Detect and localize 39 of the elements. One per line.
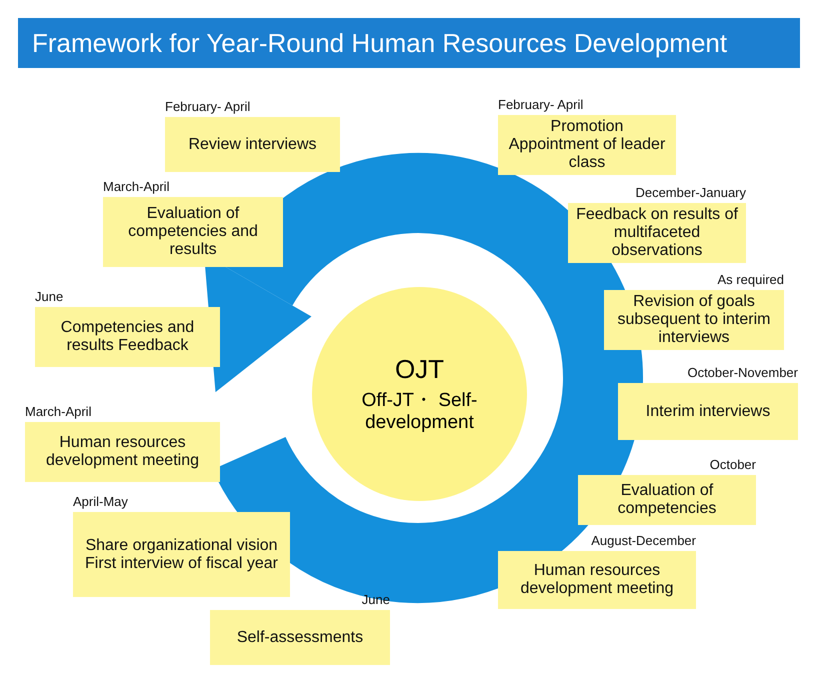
box-text: Competencies and results Feedback xyxy=(60,319,196,355)
box-text: Share organizational vision xyxy=(85,536,278,554)
date-label: February- April xyxy=(165,99,250,114)
note-box xyxy=(568,203,746,263)
box-text: Promotion Appointment of leader class xyxy=(508,118,666,172)
title: Framework for Year-Round Human Resources Development xyxy=(18,18,800,68)
box-text: Human resources development meeting xyxy=(45,434,200,470)
box-text: Evaluation of competencies xyxy=(616,482,718,518)
box-text: Interim interviews xyxy=(646,402,770,420)
box-text: First interview of fiscal year xyxy=(85,554,278,572)
center-text: Off-JT・ Self-development xyxy=(360,390,478,434)
box-text: Feedback on results of multifaceted observations xyxy=(576,206,738,260)
box-text: Self-assessments xyxy=(236,628,364,646)
date-label: August-December xyxy=(591,533,696,548)
date-label: March-April xyxy=(103,179,170,194)
date-label: October xyxy=(710,457,756,472)
note-box xyxy=(498,551,696,609)
note-box xyxy=(73,512,290,597)
note-box xyxy=(35,307,220,367)
note-box xyxy=(210,610,390,665)
date-label: March-April xyxy=(25,404,92,419)
date-label: As required xyxy=(718,272,784,287)
box-text: Human resources development meeting xyxy=(520,562,674,598)
box-text: Evaluation of competencies and results xyxy=(127,205,259,259)
box-text: Revision of goals subsequent to interim interviews xyxy=(616,293,772,347)
note-box xyxy=(618,383,798,440)
center-heading: OJT xyxy=(394,354,444,384)
note-box xyxy=(25,422,220,482)
date-label: October-November xyxy=(687,365,798,380)
date-label: February- April xyxy=(498,97,584,112)
date-label: April-May xyxy=(73,494,128,509)
note-box xyxy=(103,197,283,267)
date-label: June xyxy=(35,289,64,304)
date-label: December-January xyxy=(635,185,746,200)
note-box xyxy=(498,115,676,175)
note-box xyxy=(578,475,756,525)
note-box xyxy=(165,117,340,172)
note-box xyxy=(604,290,784,350)
box-text: Review interviews xyxy=(188,136,317,154)
